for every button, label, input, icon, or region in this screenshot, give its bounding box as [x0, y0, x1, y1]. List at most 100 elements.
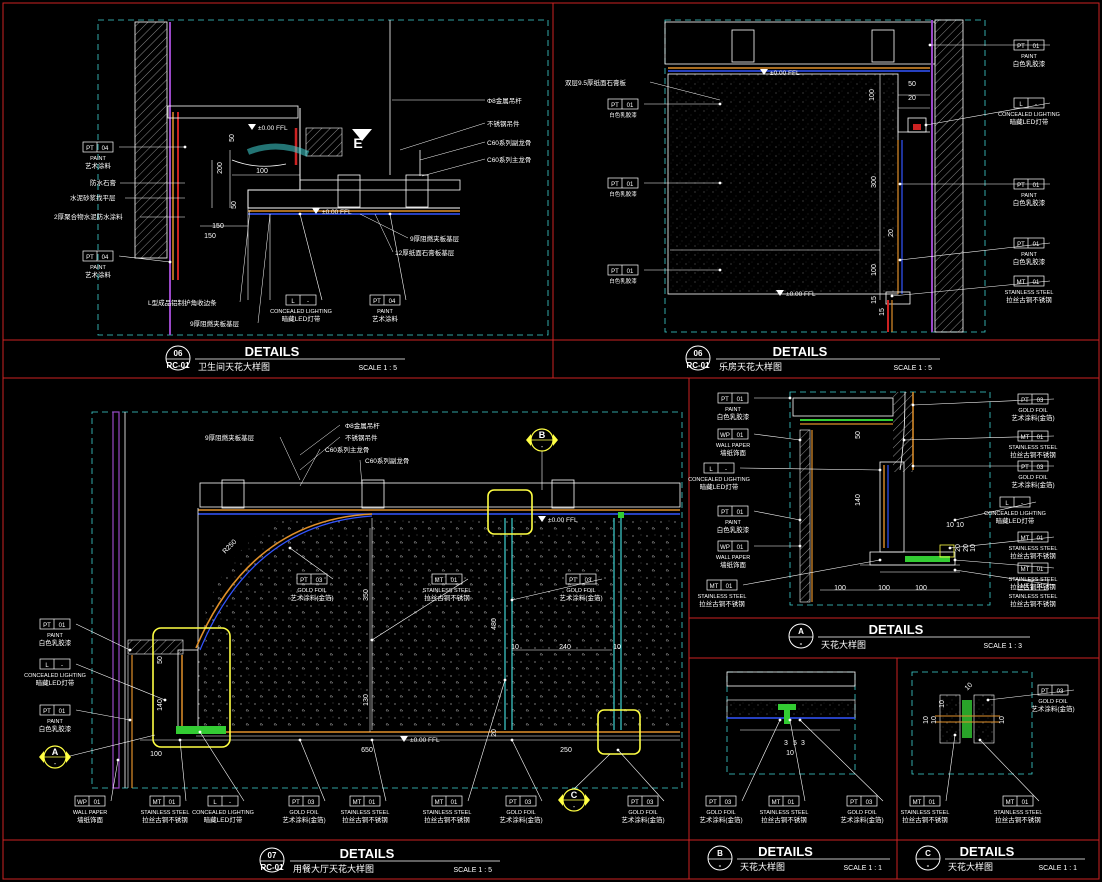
tag-box	[431, 573, 463, 585]
tag-box	[1013, 39, 1045, 51]
leader-dot	[798, 438, 802, 442]
title-sheet: -	[927, 861, 930, 870]
leader-dot	[902, 438, 906, 442]
title-sheet: RC-01	[686, 361, 710, 370]
dimension-value: 100	[915, 585, 927, 592]
tag-line1: WALL PAPER	[73, 810, 107, 816]
title-heading: DETAILS	[773, 344, 828, 359]
dimension-value: 3	[801, 740, 805, 747]
tag-line2: 艺术涂料	[85, 270, 112, 279]
tag-leader	[371, 578, 469, 641]
callout-letter: B	[539, 430, 546, 440]
tag-code: PT	[1021, 398, 1029, 404]
dimension-value: 100	[878, 585, 890, 592]
dimension-value: 10	[511, 644, 519, 651]
tag-line1: PAINT	[725, 407, 741, 413]
dimension-value: 20	[908, 95, 916, 102]
note-leader	[359, 459, 363, 487]
tag-code: PT	[509, 800, 517, 806]
tag-box	[1037, 684, 1069, 696]
leader-dot	[798, 544, 802, 548]
tag-line2: 艺术涂料(金箔)	[282, 815, 325, 824]
tag-box	[703, 462, 735, 474]
tag-box	[1013, 237, 1045, 249]
tag-number: 01	[627, 103, 634, 109]
leader-dot	[788, 396, 792, 400]
tag-line1: PAINT	[1021, 252, 1037, 258]
tag-line2: 白色乳胶漆	[717, 525, 750, 534]
leader-dot	[178, 738, 182, 742]
tag-code: WP	[77, 800, 87, 806]
leader-dot	[948, 546, 952, 550]
tag-leader	[954, 501, 1037, 521]
callout-letter: A	[52, 747, 59, 757]
tag-line2: 拉丝古铜不锈钢	[1010, 599, 1056, 608]
tag-box	[288, 795, 320, 807]
tag-code: PT	[86, 146, 94, 152]
tag-box	[296, 573, 328, 585]
tag-line2: 艺术涂料(金箔)	[559, 593, 602, 602]
tag-code: WP	[720, 545, 730, 551]
tag-number: 01	[737, 510, 744, 516]
title-number: 07	[268, 851, 277, 860]
dimension-value: 10	[613, 644, 621, 651]
tag-leader	[511, 578, 603, 601]
tag-code: L	[213, 800, 217, 806]
note-label: C60系列主龙骨	[325, 445, 369, 454]
tag-leader	[742, 559, 881, 586]
tag-number: 01	[59, 709, 66, 715]
tag-line2: 拉丝古铜不锈钢	[699, 599, 745, 608]
tag-line2: 艺术涂料(金箔)	[621, 815, 664, 824]
tag-code: PT	[709, 800, 717, 806]
title-sheet: -	[719, 861, 722, 870]
tag-box	[82, 250, 114, 262]
leader-dot	[890, 294, 894, 298]
tag-number: 01	[737, 397, 744, 403]
leader-dot	[788, 718, 792, 722]
tag-line2: 艺术涂料	[372, 314, 399, 323]
leader-dot	[298, 212, 302, 216]
tag-leader	[739, 467, 881, 471]
tag-line1: CONCEALED LIGHTING	[998, 112, 1060, 118]
tag-leader	[925, 102, 1051, 126]
level-label: ±0.00 FFL	[786, 291, 816, 298]
tag-number: 01	[369, 800, 376, 806]
level-label: ±0.00 FFL	[548, 517, 578, 524]
level-triangle	[248, 124, 256, 130]
tag-number: 03	[1057, 689, 1064, 695]
tag-code: PT	[1021, 465, 1029, 471]
tag-code: L	[709, 467, 713, 473]
dimension-value: 100	[869, 89, 876, 101]
note-label-layer: 防水石膏水泥砂浆找平层2厚聚合物水泥防水涂料Φ8金属吊杆不锈钢吊件C60系列副龙…	[54, 78, 627, 465]
tag-code: MT	[1021, 584, 1030, 590]
note-leader	[279, 436, 301, 481]
tag-leader	[741, 719, 781, 802]
tag-number: 04	[102, 255, 109, 261]
tag-number: 01	[169, 800, 176, 806]
tag-line1: 白色乳胶漆	[609, 190, 637, 198]
tag-code: WP	[720, 433, 730, 439]
leader-dot	[878, 468, 882, 472]
dimension-value: 10	[931, 716, 938, 724]
tag-line2: 白色乳胶漆	[39, 724, 72, 733]
title-bubble	[915, 845, 941, 871]
title-scale: SCALE 1 : 5	[358, 365, 397, 372]
tag-number: 03	[866, 800, 873, 806]
note-leader	[419, 141, 486, 161]
tag-code: MT	[435, 800, 444, 806]
tag-number: -	[1035, 102, 1037, 108]
tag-number: 01	[59, 623, 66, 629]
title-name: 天花大样图	[821, 639, 866, 650]
callout-b: B-	[526, 428, 558, 452]
tag-number: 03	[308, 800, 315, 806]
